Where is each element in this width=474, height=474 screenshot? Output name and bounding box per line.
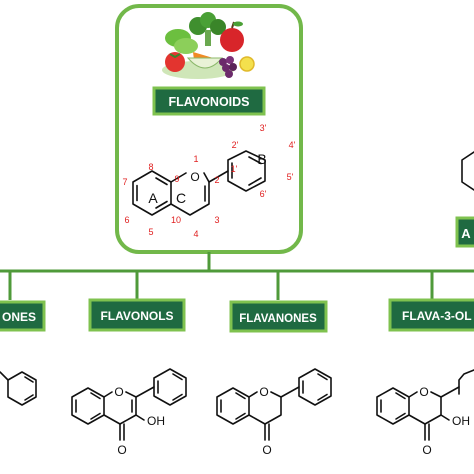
- class-label-ones: ONES: [2, 310, 36, 324]
- flava-3-ol-hydroxyl: OH: [452, 414, 470, 428]
- structure-flavanone: O O: [216, 368, 332, 457]
- food-illustration: [162, 12, 255, 79]
- structure-flavonol: O O OH: [71, 368, 187, 457]
- position-4-prime: 4': [289, 140, 296, 150]
- flavonoids-header: FLAVONOIDS: [152, 86, 266, 116]
- position-2-prime: 2': [232, 140, 239, 150]
- position-5: 5: [148, 227, 153, 237]
- class-header-flavanones: FLAVANONES: [229, 300, 328, 333]
- position-6-prime: 6': [260, 189, 267, 199]
- class-header-ones: ONES: [0, 300, 46, 332]
- position-9: 9: [174, 174, 179, 184]
- structure-ones-partial: [0, 371, 37, 406]
- position-1: 1: [193, 154, 198, 164]
- class-label-flava-3-ol: FLAVA-3-OL: [402, 309, 472, 323]
- flava-3-ol-carbonyl-oxygen: O: [422, 443, 431, 457]
- flavonol-ring-oxygen: O: [114, 385, 123, 399]
- class-header-flavonols: FLAVONOLS: [88, 298, 186, 332]
- class-header-flava-3-ol: FLAVA-3-OL: [388, 298, 474, 332]
- position-2: 2: [214, 175, 219, 185]
- flavanone-carbonyl-oxygen: O: [262, 443, 271, 457]
- position-3-prime: 3': [260, 123, 267, 133]
- position-3: 3: [214, 215, 219, 225]
- position-7: 7: [122, 177, 127, 187]
- flavonol-carbonyl-oxygen: O: [117, 443, 126, 457]
- position-5-prime: 5': [287, 172, 294, 182]
- ring-c-label: C: [176, 190, 186, 206]
- flavanone-ring-oxygen: O: [259, 385, 268, 399]
- flava-3-ol-ring-oxygen: O: [419, 385, 428, 399]
- flavonoids-title: FLAVONOIDS: [168, 95, 249, 109]
- position-8: 8: [148, 162, 153, 172]
- connector-lines: [0, 252, 474, 300]
- position-6: 6: [124, 215, 129, 225]
- flavonol-hydroxyl: OH: [147, 414, 165, 428]
- ring-b-label: B: [257, 151, 266, 167]
- ring-a-label: A: [148, 190, 158, 206]
- right-partial-label: A: [461, 226, 471, 241]
- position-1-prime: 1': [231, 164, 238, 174]
- structure-flava-3-ol: O O OH: [376, 369, 474, 457]
- position-4: 4: [193, 229, 198, 239]
- class-label-flavonols: FLAVONOLS: [100, 309, 173, 323]
- right-partial-box: [455, 216, 474, 248]
- flavonoid-core-structure: O: [132, 150, 266, 216]
- class-label-flavanones: FLAVANONES: [239, 313, 317, 325]
- right-partial-structure: A: [455, 151, 474, 248]
- position-10: 10: [171, 215, 181, 225]
- core-oxygen: O: [190, 170, 199, 184]
